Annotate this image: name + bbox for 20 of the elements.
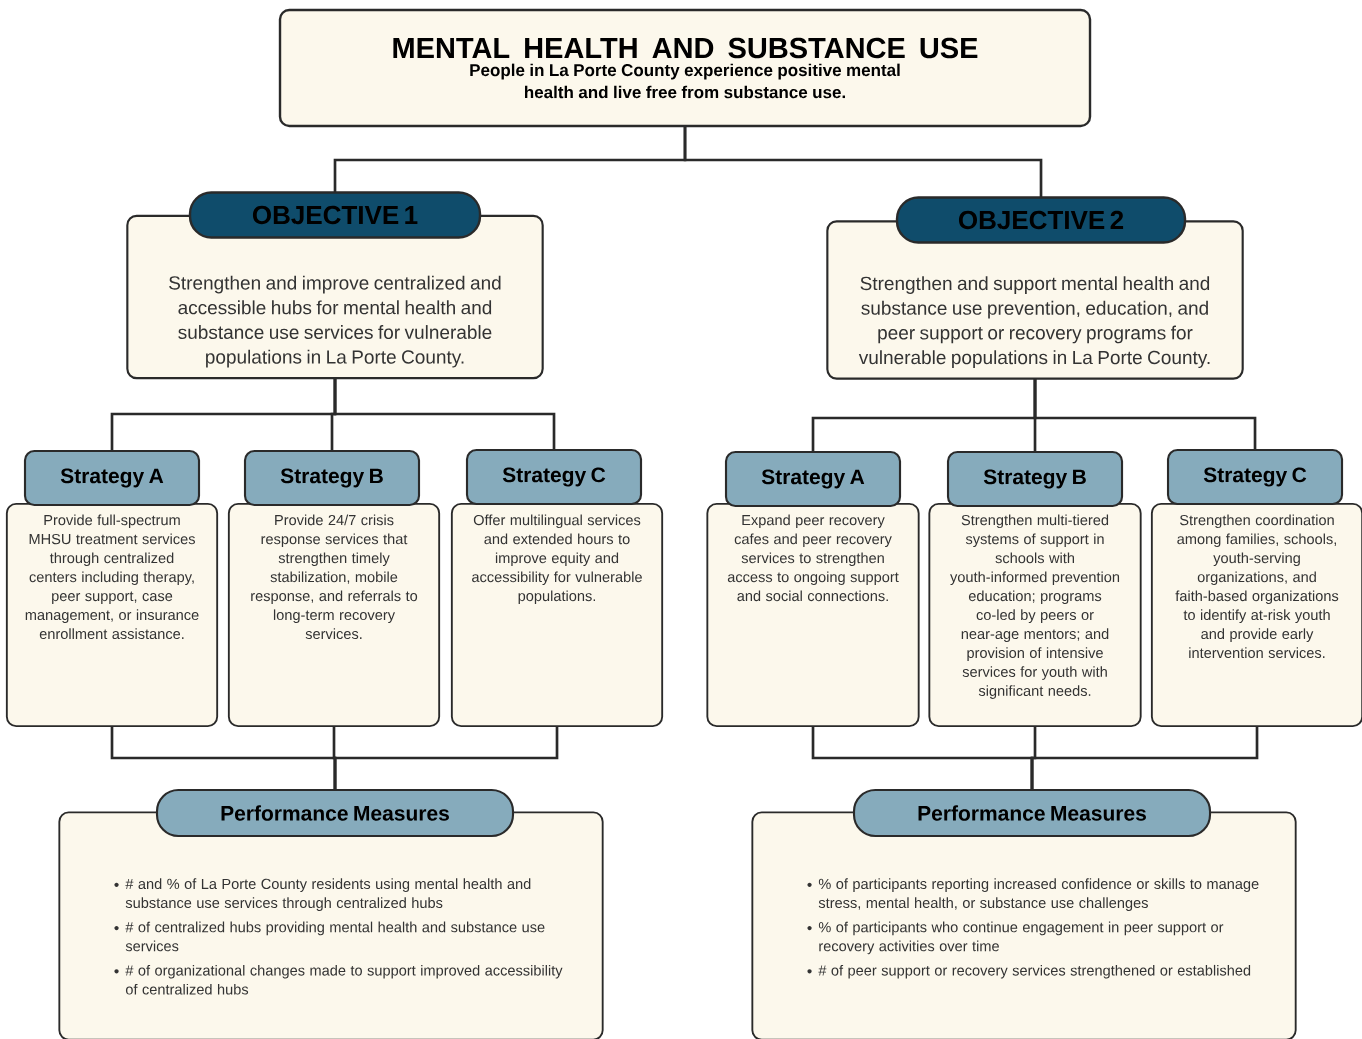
strategy-box: Strengthen multi-tiered systems of support in schools with youth-informed prevention education; programs co-led by peers or near-age mentors; and provision of intensive services for youth with significant needs. [928,502,1142,728]
strategy-box: Strengthen coordination among families, schools, youth-serving organizations, and faith-based organizations to identify at-risk youth and provide early intervention services. [1150,502,1362,728]
strategy-box: Provide 24/7 crisis response services that strengthen timely stabilization, mobile response, and referrals to long-term recovery services. [227,502,441,728]
strategy-box: Expand peer recovery cafes and peer recovery services to strengthen access to ongoing support and social connections. [706,502,920,728]
objective-banner: OBJECTIVE 1 [188,191,482,239]
connector-line [683,126,1043,197]
strategy-banner: Strategy C [1166,448,1344,506]
measures-banner: Performance Measures [155,788,515,838]
strategy-banner: Strategy A [724,450,902,508]
strategy-banner: Strategy B [243,449,421,507]
strategy-banner: Strategy A [23,449,201,507]
title-box: MENTAL HEALTH AND SUBSTANCE USE People in La Porte County experience positive mental health and live free from substance use. [278,8,1092,128]
strategy-box: Offer multilingual services and extended hours to improve equity and accessibility for vulnerable populations. [450,502,664,728]
connector-line [1033,378,1257,450]
measures-banner: Performance Measures [852,788,1212,838]
strategy-banner: Strategy C [465,448,643,506]
strategy-banner: Strategy B [946,450,1124,508]
strategy-box: Provide full-spectrum MHSU treatment services through centralized centers including therapy, peer support, case management, or insurance enrollment assistance. [5,502,219,728]
connector-line [333,377,556,450]
objective-banner: OBJECTIVE 2 [895,196,1187,244]
